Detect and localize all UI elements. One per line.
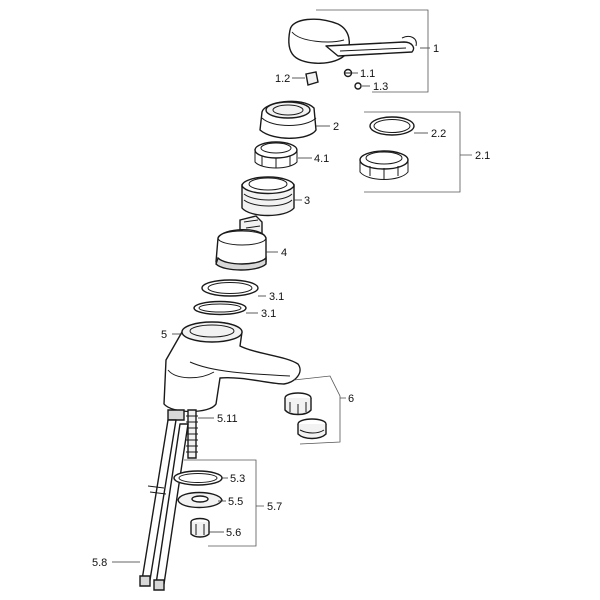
part-6-aerator: [284, 392, 327, 440]
callout-1-2: 1.2: [275, 73, 290, 85]
callout-4-1: 4.1: [314, 153, 329, 165]
part-1-lever-handle: [288, 18, 417, 64]
callout-5-3: 5.3: [230, 473, 245, 485]
part-5-11-threaded-stud: [167, 409, 198, 459]
callout-2: 2: [333, 121, 339, 133]
part-3-threaded-sleeve: [241, 176, 295, 217]
callout-2-1: 2.1: [475, 150, 490, 162]
part-3-1-lower-seal: [193, 300, 247, 316]
callout-labels: 1 1.1 1.2 1.3 2 2.1 2.2 4.1 3 4 3.1 3.1 …: [92, 43, 490, 569]
part-2-cover-cap: [259, 100, 317, 139]
callout-3-1-upper: 3.1: [269, 291, 284, 303]
callout-1: 1: [433, 43, 439, 55]
callout-5-7: 5.7: [267, 501, 282, 513]
part-1-2-plug: [305, 71, 319, 86]
part-4-cartridge: [215, 215, 267, 271]
part-5-5-clamp: [177, 491, 223, 509]
part-5-faucet-body: [163, 321, 301, 413]
part-4-1-ring-nut: [254, 141, 298, 169]
callout-1-3: 1.3: [373, 81, 388, 93]
leader-lines: [112, 47, 430, 563]
part-2-2-o-ring: [369, 116, 415, 136]
part-1-1-screw: [343, 68, 353, 78]
group-brackets: [184, 9, 472, 547]
callout-2-2: 2.2: [431, 128, 446, 140]
callout-6: 6: [348, 393, 354, 405]
callout-1-1: 1.1: [360, 68, 375, 80]
callout-5-6: 5.6: [226, 527, 241, 539]
part-1-3-screw: [354, 82, 362, 90]
callout-5-8: 5.8: [92, 557, 107, 569]
callout-5-5: 5.5: [228, 496, 243, 508]
callout-5-11: 5.11: [217, 413, 238, 425]
part-3-1-upper-seal: [201, 279, 259, 297]
part-5-3-gasket: [173, 470, 223, 486]
callout-4: 4: [281, 247, 287, 259]
part-5-8-supply-hoses: [139, 419, 189, 591]
callout-5: 5: [161, 329, 167, 341]
callout-3-1-lower: 3.1: [261, 308, 276, 320]
part-5-6-nut: [190, 517, 210, 538]
callout-3: 3: [304, 195, 310, 207]
part-2-1-ring: [359, 150, 409, 180]
